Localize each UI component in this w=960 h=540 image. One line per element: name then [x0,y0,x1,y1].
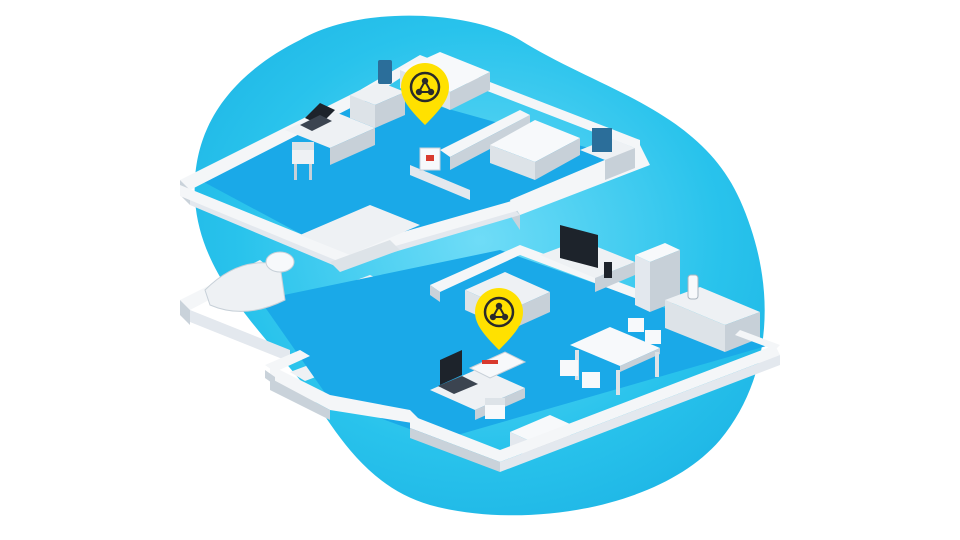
upper-dresser [350,82,405,105]
bathtub [204,262,286,312]
upper-tablet [378,60,392,84]
mesh-marker-lower [475,288,523,350]
upper-small-screen [592,128,612,152]
upper-wall-front-top [180,185,520,262]
dining-chair-1 [560,360,578,376]
upper-desk [285,110,375,148]
lower-wall-back [430,245,640,300]
lower-chair [485,405,505,419]
fritzbox-router [468,351,527,379]
dining-chair-4 [645,330,661,344]
mesh-network-marker-icon [483,296,515,328]
tv-screen [560,225,598,268]
lower-wall-right [735,330,780,350]
mesh-network-marker-icon [409,71,441,103]
mesh-marker-upper [401,63,449,125]
dining-chair-3 [628,318,644,332]
upper-floor [180,52,650,268]
lower-wall-front-left [270,365,425,425]
lower-floor-plate [260,250,770,440]
upper-partition [440,110,530,157]
lower-floor [180,225,780,472]
dining-table [570,327,660,366]
fridge [635,243,680,262]
toilet [265,251,295,273]
cordless-phone [687,274,699,300]
upper-bed-2 [490,120,580,162]
speaker [604,262,612,278]
upper-chair [292,150,314,164]
lower-laptop-screen [440,350,462,385]
upper-bed-1 [400,52,490,92]
lower-desk [430,368,525,410]
dining-chair-2 [582,372,600,388]
cabinet [510,415,570,441]
